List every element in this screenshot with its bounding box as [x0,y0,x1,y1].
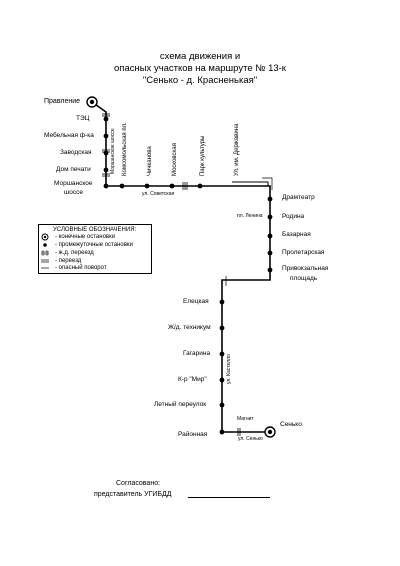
signature-line [188,497,270,498]
street-label-kastelno: ул. Кастелло [226,354,232,384]
stop-label-dom-pechati: Дом печати [56,166,91,173]
stop-label-morshanskoe-1: Моршанское [54,180,93,187]
route-stub [232,181,269,186]
legend-symbols [41,233,49,269]
street-label-komsomolskaya: Комсомольская пл. [122,122,128,176]
stop-label-zavodskaya: Заводская [60,149,92,156]
legend-intermediate: - промежуточные остановки [55,242,133,248]
street-label-park-kultury: Парк культуры [200,135,206,176]
stop-label-bazarnaya: Базарная [282,231,311,238]
terminal-stop-senko [264,426,276,438]
stop-label-privokzalnaya-2: площадь [290,275,318,282]
stop-label-proletarskaya: Пролетарская [282,249,325,256]
footer-representative: представитель УГИБДД [94,491,172,498]
stop-label-senko: Сенько [280,421,302,428]
stop-label-morshanskoe-2: шоссе [64,189,83,196]
street-label-sennaya: ул. Сенько [238,436,263,442]
legend-box: УСЛОВНЫЕ ОБОЗНАЧЕНИЯ: - конечные останов… [38,224,152,274]
stop-label-raionnaya: Районная [178,431,208,438]
street-label-chichanova: Чичканова [147,146,153,176]
street-label-lenina: пл. Ленина [237,213,263,219]
diagram-title-line-3: "Сенько - д. Красненькая" [142,75,258,86]
street-label-morshanskoe-road: Моршанское шоссе [110,128,116,174]
legend-railway: - ж.д. переезд [55,250,94,256]
stop-label-kr-mir: К-р "Мир" [178,376,207,383]
stop-label-privokzalnaya-1: Привокзальная [282,265,329,272]
stop-label-dramteatr: Драмтеатр [282,194,315,201]
stop-label-gagarina: Гагарина [183,350,211,357]
intermediate-stops [103,116,273,435]
stop-label-mebel: Мебельная ф-ка [44,132,94,139]
street-label-derzhavina: Ул. им. Державина [234,123,240,176]
footer-agreed: Согласовано: [116,480,161,487]
stop-label-rodina: Родина [282,213,305,220]
railway-crossing-marks [102,113,241,436]
diagram-title-line-2: опасных участков на маршруте № 13-к [114,63,286,74]
diagram-title-line-1: схема движения и [159,51,241,62]
legend-crossing: - переезд [55,258,82,264]
street-label-moskovskaya: Московская [172,143,178,176]
legend-title: УСЛОВНЫЕ ОБОЗНАЧЕНИЯ: [53,227,137,233]
terminal-stop-pravlenie [86,96,98,108]
street-label-sovetskaya: ул. Советская [142,191,175,197]
legend-danger: - опасный поворот [55,265,107,271]
stop-label-pravlenie: Правление [44,98,81,105]
danger-turn-marks [225,177,273,286]
legend-terminal: - конечные остановки [55,234,116,240]
stop-label-eletskaya: Елецкая [183,298,209,305]
stop-label-tets: ТЭЦ [76,115,90,122]
stop-label-letniy: Летный переулок [154,401,207,408]
stop-label-zhd-tekhnikum: Ж/д. техникум [168,324,211,331]
stop-label-magnit: Магнит [237,416,254,422]
